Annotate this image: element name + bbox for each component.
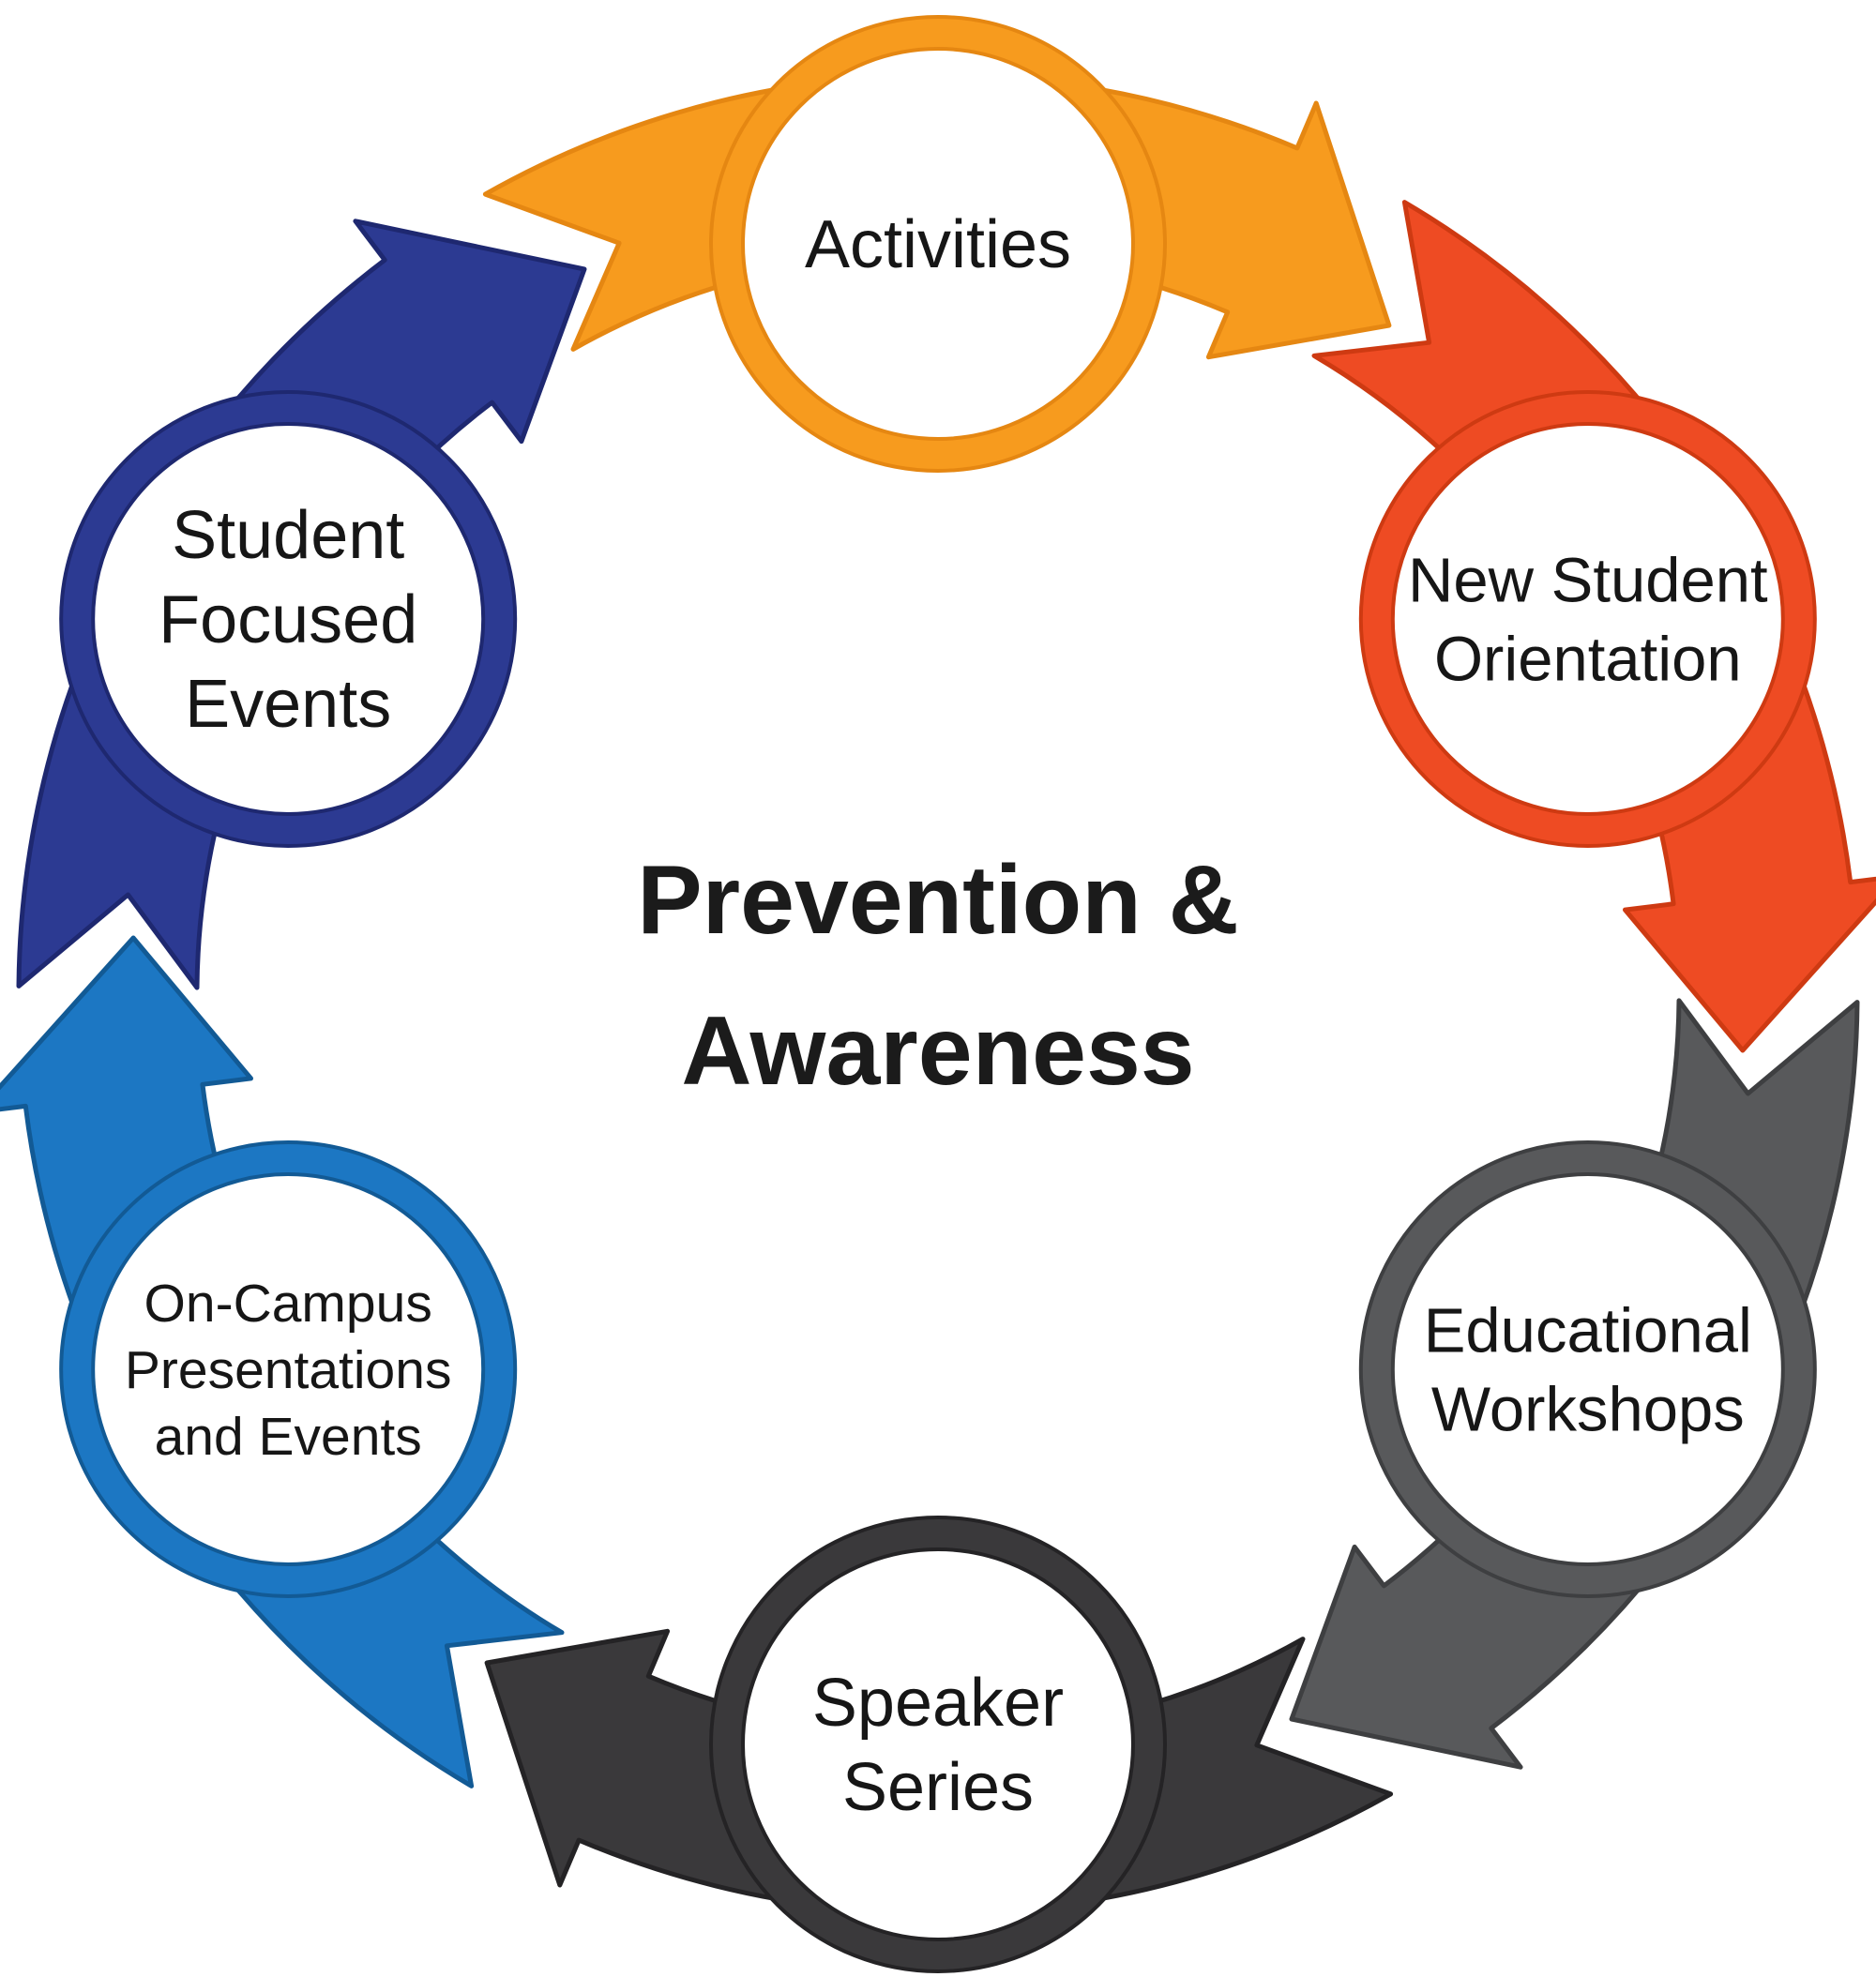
node-ring-inner-edge-speaker-series: [741, 1547, 1135, 1941]
node-ring-inner-edge-educational-workshops: [1390, 1172, 1785, 1566]
node-ring-inner-edge-activities: [741, 47, 1135, 441]
node-new-student-orientation: [1358, 390, 1817, 848]
node-ring-outer-edge-educational-workshops: [1358, 1140, 1817, 1598]
node-ring-inner-edge-new-student-orientation: [1390, 422, 1785, 816]
node-on-campus-presentations-and-events: [59, 1140, 518, 1598]
node-ring-outer-edge-new-student-orientation: [1358, 390, 1817, 848]
node-ring-outer-edge-speaker-series: [709, 1516, 1167, 1973]
cycle-nodes: [59, 15, 1817, 1973]
node-activities: [709, 15, 1167, 473]
node-ring-inner-edge-student-focused-events: [91, 422, 486, 816]
node-label-activities: Activities: [805, 207, 1071, 282]
node-ring-on-campus-presentations-and-events: [61, 1142, 516, 1596]
node-ring-student-focused-events: [61, 392, 516, 846]
node-educational-workshops: [1358, 1140, 1817, 1598]
node-ring-outer-edge-activities: [709, 15, 1167, 473]
node-ring-new-student-orientation: [1360, 392, 1815, 846]
node-ring-speaker-series: [711, 1517, 1165, 1971]
node-student-focused-events: [59, 390, 518, 848]
node-ring-activities: [711, 17, 1165, 471]
node-ring-outer-edge-student-focused-events: [59, 390, 518, 848]
node-speaker-series: [709, 1516, 1167, 1973]
node-ring-outer-edge-on-campus-presentations-and-events: [59, 1140, 518, 1598]
node-ring-inner-edge-on-campus-presentations-and-events: [91, 1172, 486, 1566]
node-ring-educational-workshops: [1360, 1142, 1815, 1596]
